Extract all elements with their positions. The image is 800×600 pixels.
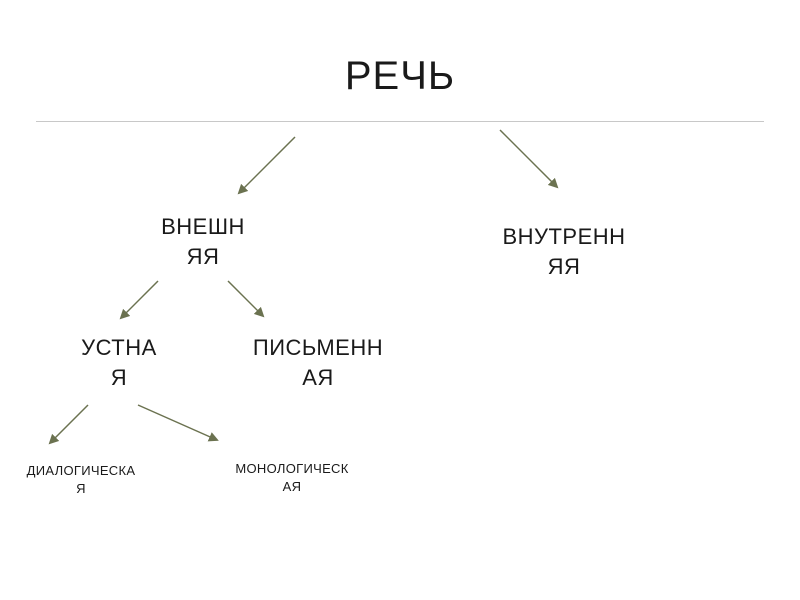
arrow-speech-to-external [237,136,296,195]
node-monologic-line1: МОНОЛОГИЧЕСК [235,461,349,476]
node-external-line2: ЯЯ [186,244,220,269]
node-dialogic-line2: Я [76,481,86,496]
node-internal-speech: ВНУТРЕНН ЯЯ [484,222,644,282]
diagram-title: РЕЧЬ [344,54,456,98]
title-divider [36,121,764,122]
node-written-speech: ПИСЬМЕНН АЯ [228,333,408,393]
arrow-oral-to-monologic [137,404,219,442]
node-dialogic-speech: ДИАЛОГИЧЕСКА Я [6,462,156,498]
node-oral-line2: Я [110,365,128,390]
node-dialogic-line1: ДИАЛОГИЧЕСКА [26,463,136,478]
node-external-speech: ВНЕШН ЯЯ [148,212,258,272]
node-oral-speech: УСТНА Я [64,333,174,393]
arrow-oral-to-dialogic [48,404,89,445]
node-oral-line1: УСТНА [81,335,157,360]
node-internal-line2: ЯЯ [547,254,581,279]
node-external-line1: ВНЕШН [161,214,245,239]
node-monologic-line2: АЯ [282,479,302,494]
arrow-speech-to-internal [499,129,559,189]
arrow-external-to-written [227,280,265,318]
node-internal-line1: ВНУТРЕНН [502,224,626,249]
node-monologic-speech: МОНОЛОГИЧЕСК АЯ [214,460,370,496]
arrow-external-to-oral [119,280,159,320]
node-written-line2: АЯ [302,365,334,390]
node-written-line1: ПИСЬМЕНН [252,335,384,360]
